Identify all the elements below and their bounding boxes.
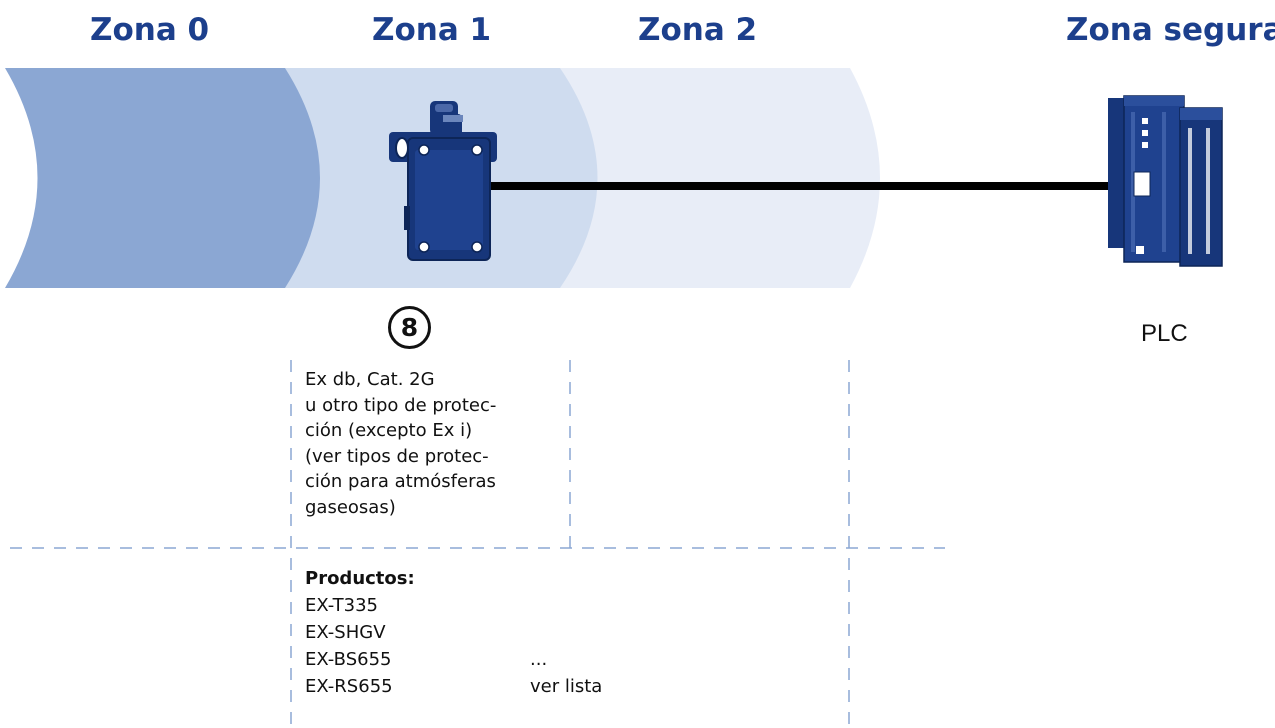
zone-1-title: Zona 1 <box>372 12 492 48</box>
zone-0-band <box>5 68 320 288</box>
more-products: ... ver lista <box>530 646 602 700</box>
zone-2-title: Zona 2 <box>638 12 758 48</box>
protection-line: ción para atmósferas <box>305 471 496 492</box>
products-heading: Productos: <box>305 568 415 589</box>
product-item: EX-SHGV <box>305 622 386 643</box>
protection-description: Ex db, Cat. 2G u otro tipo de protec- ci… <box>305 367 580 520</box>
protection-line: u otro tipo de protec- <box>305 394 497 416</box>
safe-zone-title: Zona segura <box>1066 12 1275 48</box>
marker-number: 8 <box>388 306 431 349</box>
product-item: EX-RS655 <box>305 676 393 697</box>
zone-2-band <box>555 68 880 288</box>
limit-switch-icon <box>389 101 497 261</box>
table-grid <box>10 360 945 728</box>
protection-line: Ex db, Cat. 2G <box>305 369 435 390</box>
product-item: EX-BS655 <box>305 649 392 670</box>
zone-0-title: Zona 0 <box>90 12 210 48</box>
protection-line: (ver tipos de protec- <box>305 445 489 467</box>
protection-line: gaseosas) <box>305 496 396 518</box>
protection-line: ción (excepto Ex i) <box>305 420 473 441</box>
plc-icon <box>1108 95 1223 267</box>
ellipsis: ... <box>530 649 548 670</box>
product-list: Productos: EX-T335 EX-SHGV EX-BS655 EX-R… <box>305 565 545 700</box>
plc-label: PLC <box>1141 320 1188 347</box>
product-item: EX-T335 <box>305 595 379 616</box>
see-list-link[interactable]: ver lista <box>530 676 603 697</box>
